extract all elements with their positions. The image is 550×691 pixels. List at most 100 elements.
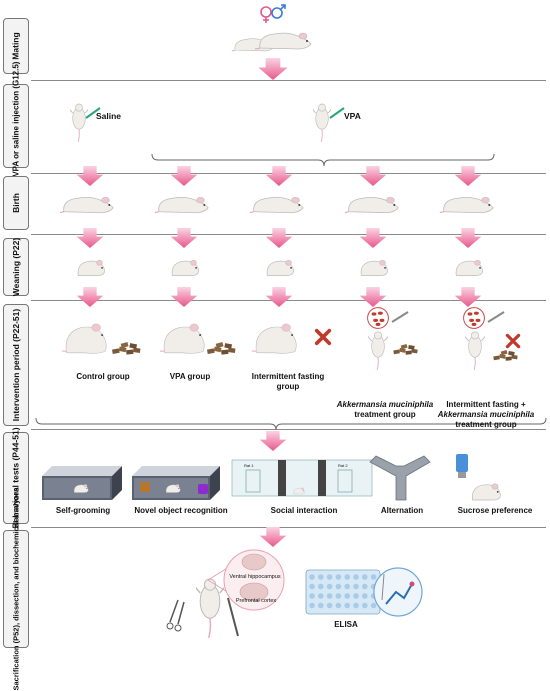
food-pellets-icon <box>206 342 236 355</box>
syringe-icon <box>329 107 345 119</box>
divider <box>31 429 546 430</box>
stage-injection: i.p. VPA or saline injection (G12.5) <box>3 62 29 190</box>
elisa-well <box>318 583 324 590</box>
arrow-down <box>170 166 198 186</box>
sex-symbols-icon <box>260 4 286 23</box>
arrow-down <box>265 287 293 307</box>
ifakk-mouse <box>465 331 485 370</box>
saline-mouse-icon <box>70 103 88 143</box>
elisa-well <box>326 602 333 609</box>
elisa-well <box>344 583 351 590</box>
elisa-well <box>344 574 351 580</box>
y-maze-icon <box>369 455 431 501</box>
elisa-well <box>353 574 359 580</box>
elisa-well <box>309 583 315 590</box>
elisa-well <box>309 602 315 609</box>
sucrose-bottle-icon <box>456 454 501 501</box>
elisa-plate-icon <box>305 569 381 615</box>
elisa-well <box>362 574 368 580</box>
prefrontal-cortex-label: Prefrontal cortex <box>235 598 277 604</box>
elisa-well <box>353 602 359 609</box>
groups-bracket <box>35 417 547 431</box>
rat2-label: Rat 2 <box>338 463 348 468</box>
arrow-down <box>359 287 387 307</box>
group-vpa: VPA group <box>169 372 211 381</box>
vpa-mouse-icon <box>313 103 331 143</box>
arrow-down <box>170 287 198 307</box>
arrow-down <box>258 58 288 80</box>
group-ifakk-line1: Intermittent fasting + <box>446 400 526 409</box>
arrow-down <box>265 228 293 248</box>
group-ifakk-line2: Akkermansia muciniphila <box>437 410 535 419</box>
group-if-line1: Intermittent fasting <box>251 372 325 381</box>
stage-intervention: Intervention period (P22-51) <box>3 304 29 426</box>
elisa-well <box>309 574 315 580</box>
arrow-down <box>76 166 104 186</box>
food-pellets-icon <box>393 344 418 355</box>
elisa-well <box>353 583 359 590</box>
brain-slice-icon <box>239 582 269 602</box>
elisa-well <box>335 593 342 599</box>
diagram-artwork <box>35 4 547 639</box>
elisa-label: ELISA <box>334 620 358 629</box>
elisa-well <box>344 602 351 609</box>
arrow-down <box>170 228 198 248</box>
rat1-label: Rat 1 <box>244 463 254 468</box>
novel-object-box-icon <box>132 466 220 500</box>
divider <box>31 173 546 174</box>
arrow-down <box>259 431 287 451</box>
arrow-down <box>454 166 482 186</box>
group-ifakk-line3: treatment group <box>455 420 517 429</box>
elisa-zoom-circle <box>373 567 423 617</box>
elisa-well <box>370 602 377 609</box>
no-food-cross-icon <box>505 333 521 349</box>
social-interaction-box-icon <box>231 459 373 497</box>
elisa-well <box>326 593 333 599</box>
divider <box>31 527 546 528</box>
elisa-well <box>362 602 368 609</box>
elisa-well <box>326 574 333 580</box>
group-if: Intermittent fasting group <box>238 372 338 392</box>
group-akk: Akkermansia muciniphila treatment group <box>330 400 440 420</box>
arrow-down <box>76 287 104 307</box>
elisa-well <box>370 574 377 580</box>
akk-mouse <box>368 331 388 370</box>
ventral-hippocampus-label: Ventral hippocampus <box>229 574 281 580</box>
test-self-grooming: Self-grooming <box>55 506 111 515</box>
group-ifakk: Intermittent fasting + Akkermansia mucin… <box>424 400 548 430</box>
control-rat <box>62 323 107 355</box>
arrow-down <box>454 287 482 307</box>
saline-label: Saline <box>96 111 122 121</box>
brain-icon <box>241 553 267 571</box>
elisa-well <box>318 593 324 599</box>
elisa-well <box>326 583 333 590</box>
stage-behavioral: Behavioral tests (P44-51) <box>3 427 29 529</box>
divider <box>31 234 546 235</box>
arrow-down <box>359 166 387 186</box>
group-akk-line1: Akkermansia muciniphila <box>336 400 434 409</box>
bacteria-icon <box>463 307 485 329</box>
food-pellets-icon <box>111 342 141 355</box>
vpa-label: VPA <box>344 111 361 121</box>
arrow-down <box>265 166 293 186</box>
syringe-icon <box>85 107 101 119</box>
syringe-icon <box>487 311 505 323</box>
self-grooming-box-icon <box>42 466 122 500</box>
no-food-cross-icon <box>314 328 332 346</box>
if-rat <box>252 323 297 355</box>
stage-mating: Mating <box>3 18 29 74</box>
arrow-down <box>359 228 387 248</box>
brain-zoom-circle <box>223 549 285 611</box>
group-if-line2: group <box>276 382 300 391</box>
group-control: Control group <box>76 372 130 381</box>
elisa-well <box>362 593 368 599</box>
group-akk-line2: treatment group <box>354 410 416 419</box>
vpa-rat <box>160 323 205 355</box>
vpa-bracket <box>151 153 495 167</box>
elisa-well <box>335 583 342 590</box>
divider <box>31 300 546 301</box>
elisa-well <box>318 574 324 580</box>
test-novel-object: Novel object recognition <box>134 506 228 515</box>
elisa-well <box>318 602 324 609</box>
food-pellets-icon <box>493 350 518 361</box>
